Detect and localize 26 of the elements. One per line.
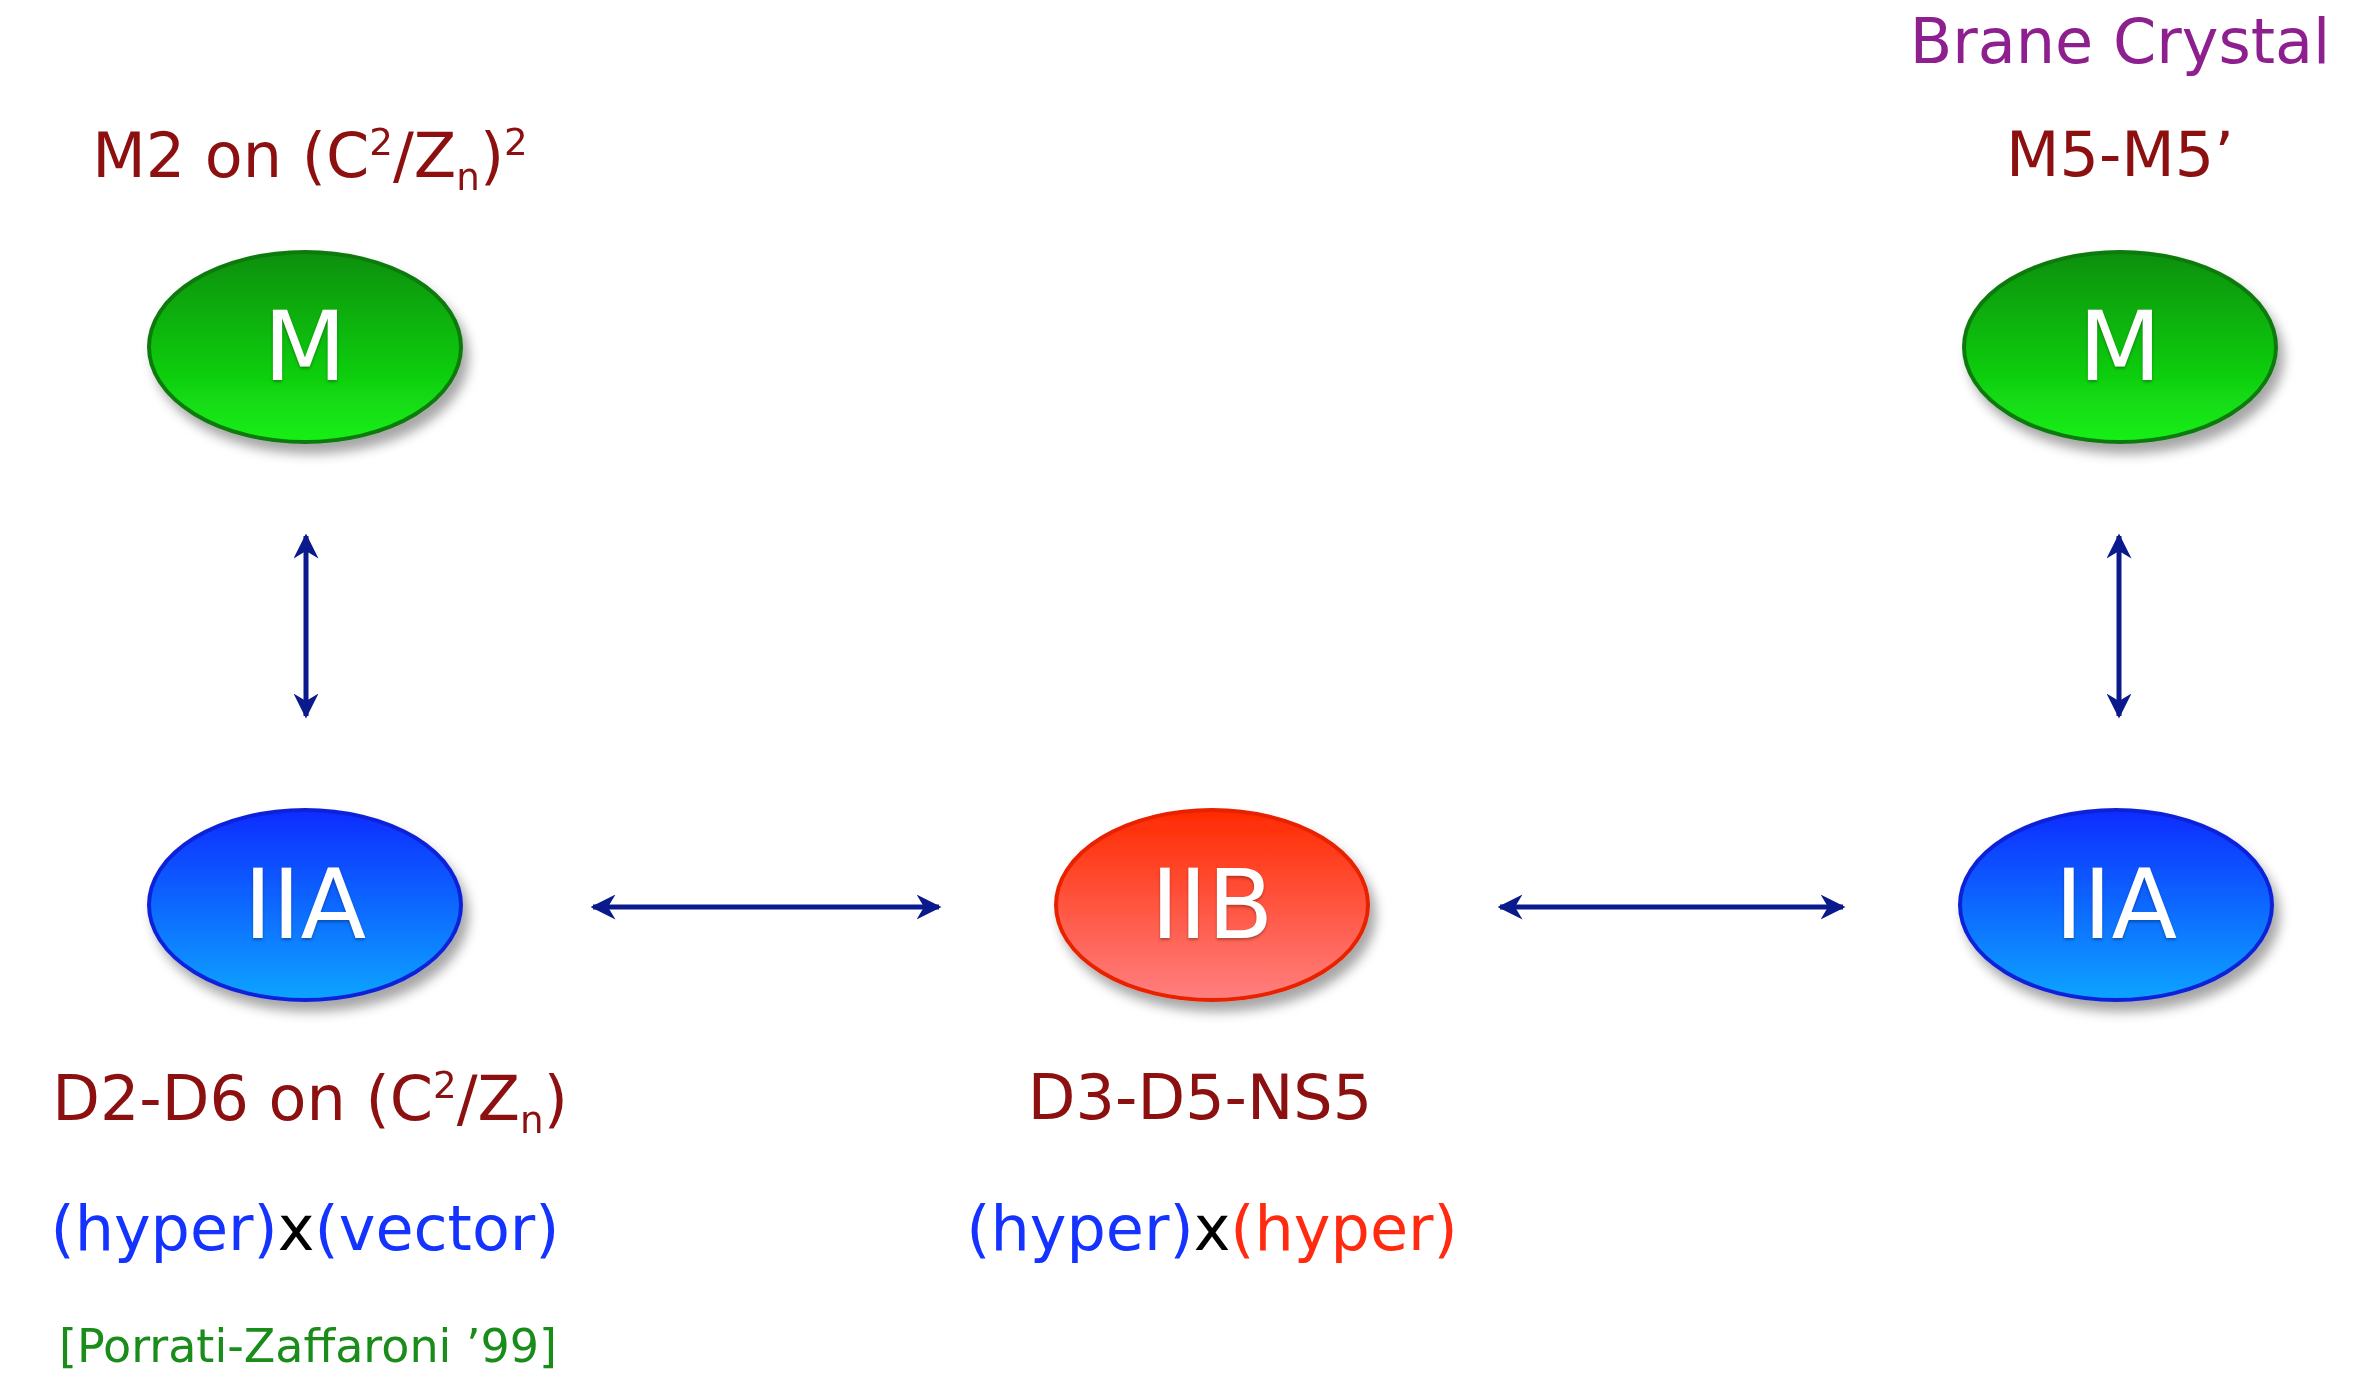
node-label: IIB [1150, 849, 1274, 961]
node-label: M [2078, 291, 2162, 403]
node-label: IIA [243, 849, 367, 961]
annotation-text: D3-D5-NS5 [1027, 1060, 1373, 1134]
annotation-text: M5-M5’ [2006, 117, 2234, 191]
annotation-text: M2 on (C$^{2}$/Z$_{n}$)$^{2}$ [92, 118, 528, 192]
model-ellipse [1958, 808, 2274, 1002]
annotation-text: x [1193, 1191, 1231, 1265]
annotation-text: (hyper) [50, 1191, 278, 1265]
annotation-text: D2-D6 on (C$^{2}$/Z$_{n}$) [52, 1061, 568, 1135]
annotation-text: [Porrati-Zaffaroni ’99] [58, 1318, 558, 1373]
model-ellipse [1962, 250, 2278, 444]
annotation-text: x [277, 1191, 315, 1265]
annotation-text: Brane Crystal [1909, 4, 2331, 78]
double-arrow [1497, 894, 1846, 920]
node-label: IIA [2054, 849, 2178, 961]
double-arrow [2106, 533, 2132, 719]
model-ellipse [147, 250, 463, 444]
model-ellipse [147, 808, 463, 1002]
node-label: M [263, 291, 347, 403]
annotation-text: (hyper) [1230, 1191, 1458, 1265]
model-ellipse [1054, 808, 1370, 1002]
double-arrow [590, 894, 942, 920]
annotation-text: (vector) [314, 1191, 560, 1265]
double-arrow [293, 533, 319, 719]
annotation-text: (hyper) [966, 1191, 1194, 1265]
